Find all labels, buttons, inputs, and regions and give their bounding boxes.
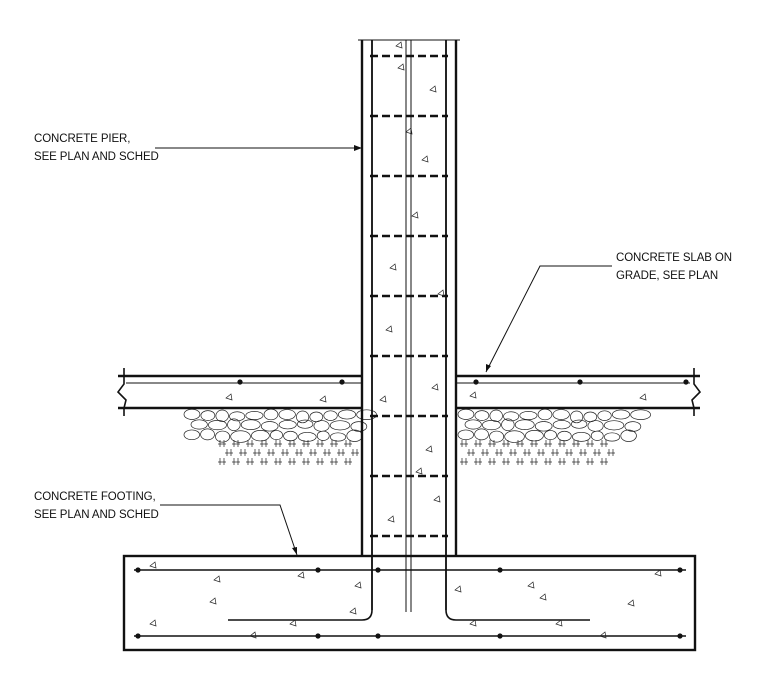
pier-ties xyxy=(370,54,448,538)
pier-label-line1: CONCRETE PIER, xyxy=(34,133,130,145)
concrete-footing xyxy=(122,554,697,652)
footing-label-line1: CONCRETE FOOTING, xyxy=(34,491,156,503)
concrete-stipple xyxy=(149,41,662,639)
pier-label-line2: SEE PLAN AND SCHED xyxy=(34,151,159,163)
rebar-dots xyxy=(135,379,689,639)
pier-vertical-rebar xyxy=(371,40,447,612)
leader-slab xyxy=(485,265,612,373)
leader-pier xyxy=(155,145,362,151)
leader-footing xyxy=(160,504,298,556)
slab-on-grade-left xyxy=(116,368,362,416)
slab-label-line1: CONCRETE SLAB ON xyxy=(616,252,732,264)
soil-hatch-left xyxy=(218,440,359,465)
gravel-base-right xyxy=(457,408,651,443)
slab-on-grade-right xyxy=(456,368,702,416)
footing-rebar xyxy=(134,40,686,637)
gravel-base-left xyxy=(183,408,377,443)
soil-hatch-right xyxy=(460,440,615,465)
footing-label-line2: SEE PLAN AND SCHED xyxy=(34,509,159,521)
slab-label-line2: GRADE, SEE PLAN xyxy=(616,270,718,282)
concrete-pier xyxy=(358,39,460,556)
